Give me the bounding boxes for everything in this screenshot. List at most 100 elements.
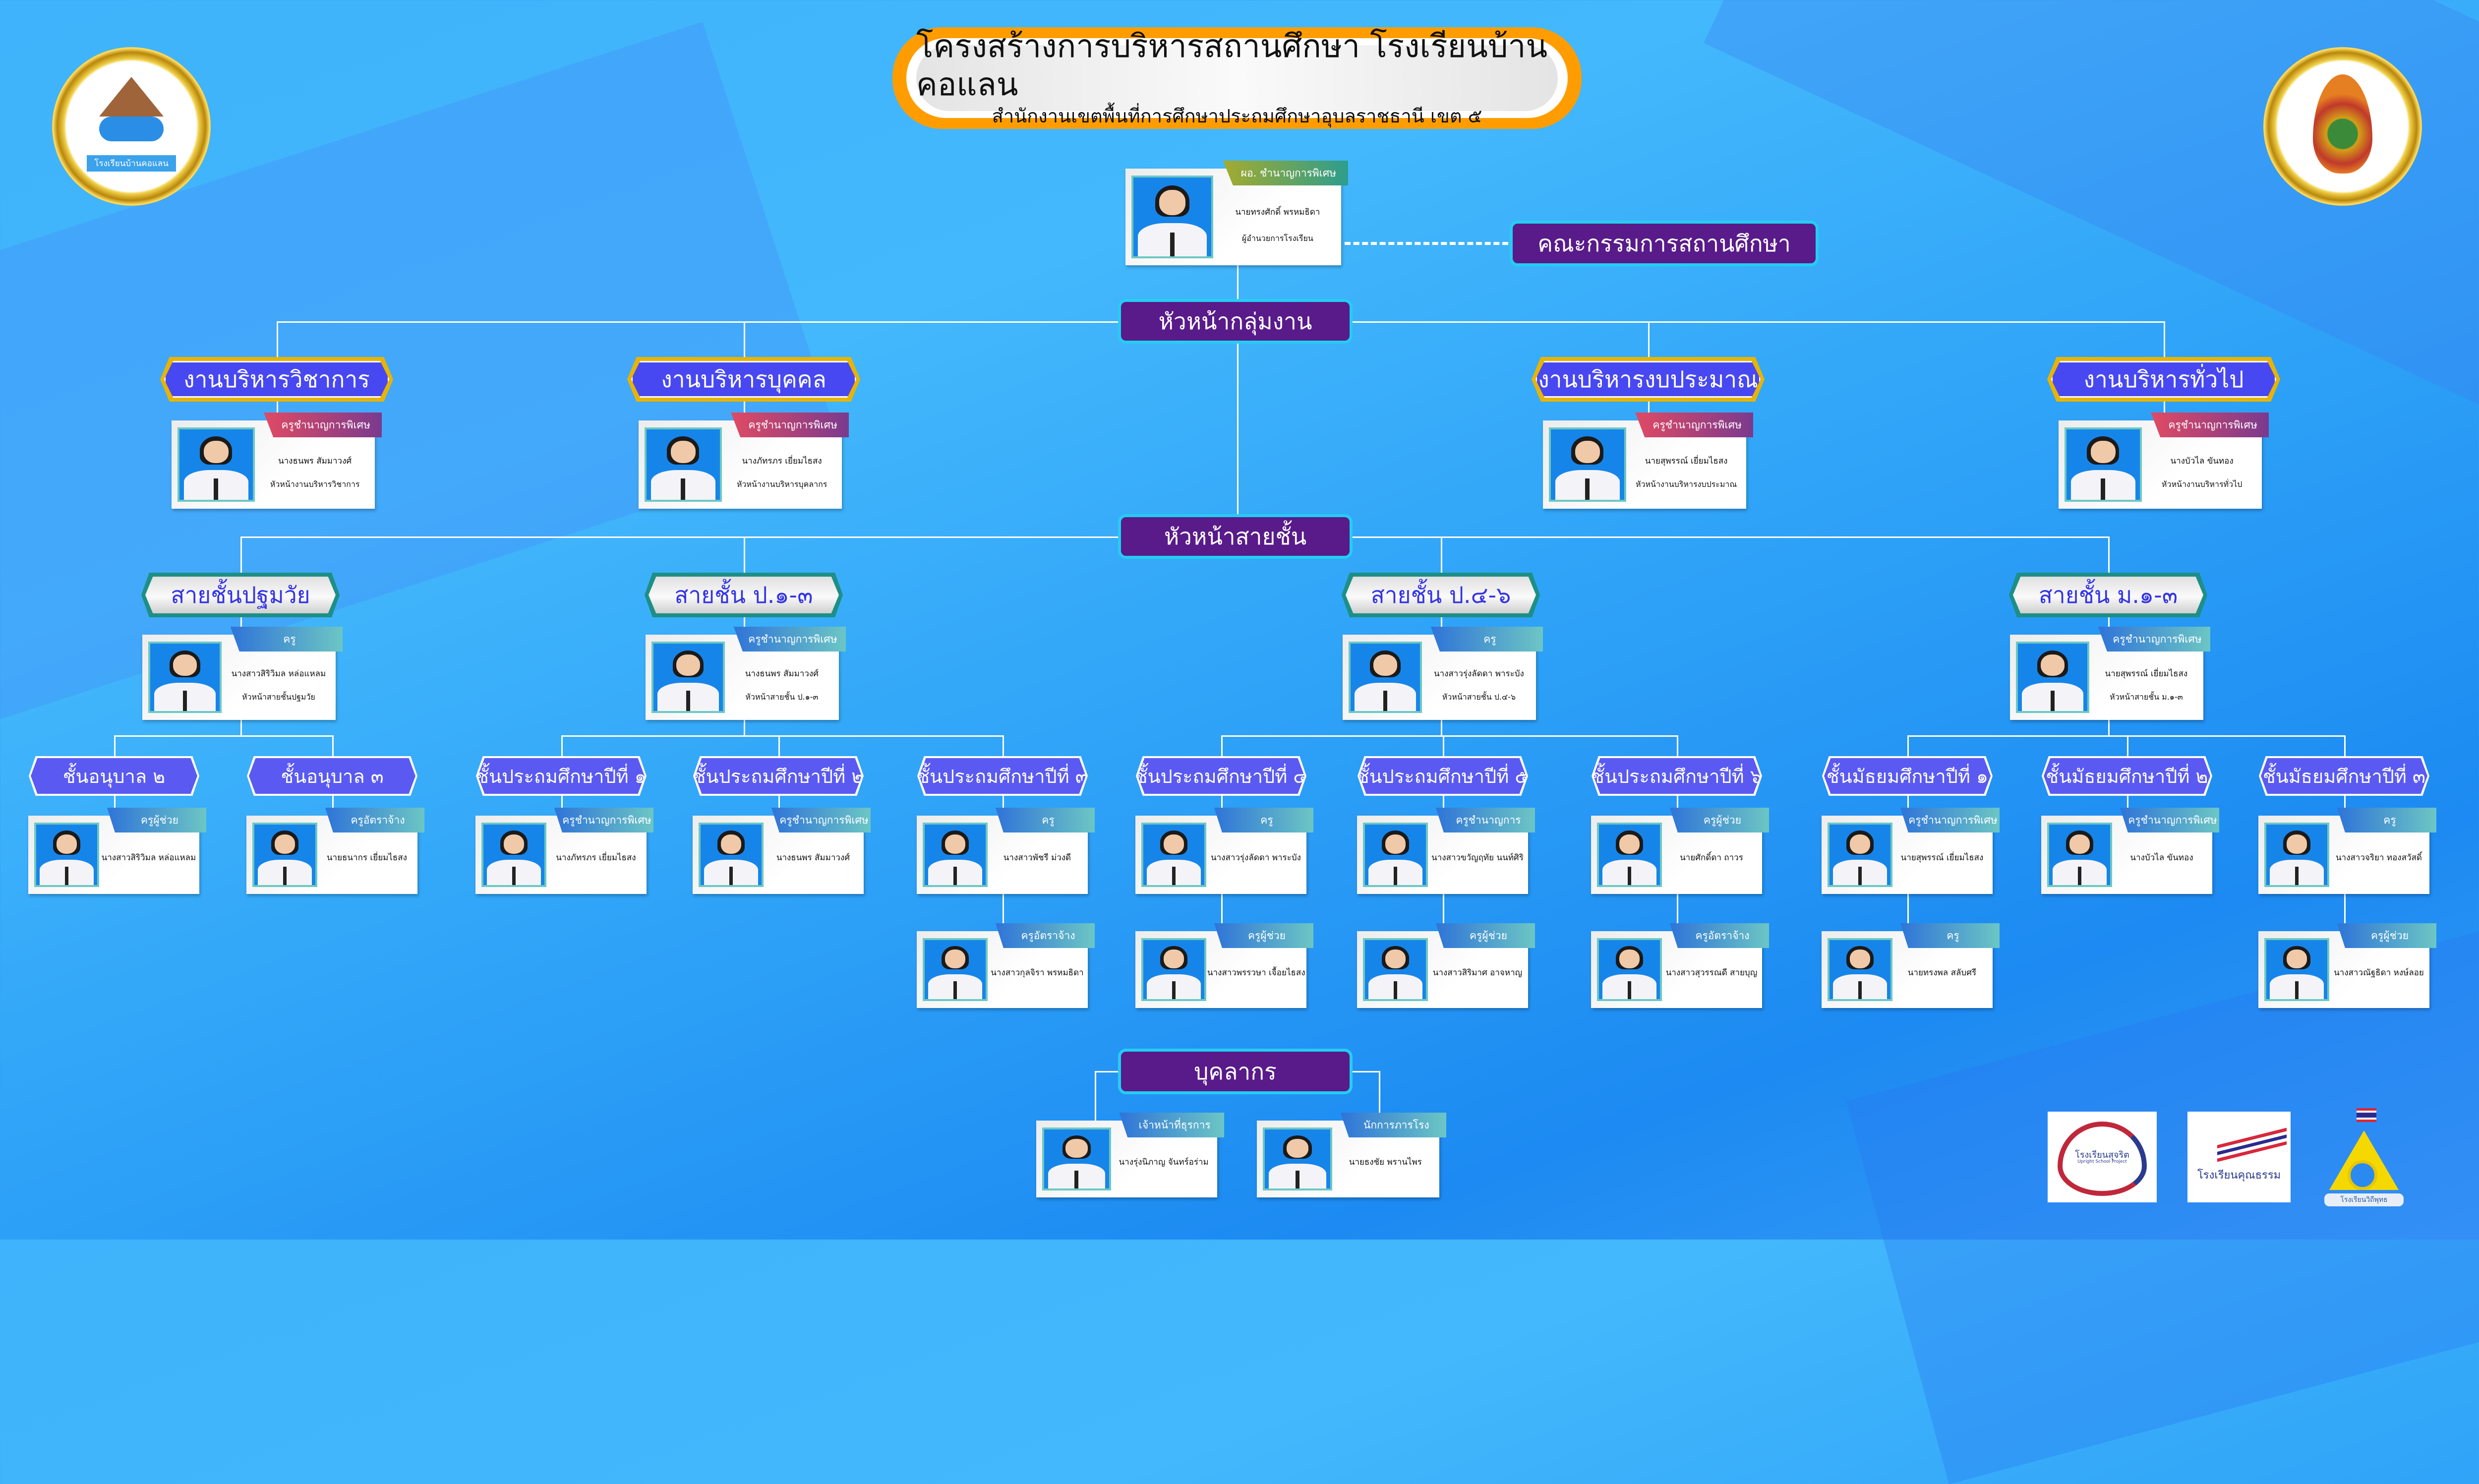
person-card[interactable]: ครูชำนาญการนางสาวขวัญฤทัย นนท์ศิริ [1357, 808, 1535, 894]
person-card[interactable]: นักการภารโรงนายธงชัย พรานไพร [1257, 1113, 1446, 1197]
position-tag: ครู [995, 808, 1095, 832]
person-card[interactable]: ครูผู้ช่วยนายศักดิ์ดา ถาวร [1591, 808, 1769, 894]
person-card[interactable]: ครูนางสาวจริยา ทองสวัสดิ์ [2258, 808, 2436, 894]
person-card[interactable]: ครูชำนาญการพิเศษนายสุพรรณ์ เยี่ยมไธสง [1822, 808, 2000, 894]
person-card[interactable]: ครูอัตราจ้างนายธนากร เยี่ยมไธสง [246, 808, 424, 894]
person-card[interactable]: ครูชำนาญการพิเศษนางภัทรภร เยี่ยมไธสง [475, 808, 653, 894]
department-banner[interactable]: งานบริหารวิชาการ [160, 357, 393, 402]
person-name: นายสุพรรณ์ เยี่ยมไธสง [2105, 669, 2188, 679]
group-heads-box[interactable]: หัวหน้ากลุ่มงาน [1118, 299, 1353, 344]
person-card[interactable]: ครูชำนาญการพิเศษนางธนพร สัมมาวงศ์หัวหน้า… [172, 413, 382, 509]
position-tag: ครูอัตราจ้าง [1669, 923, 1769, 948]
class-banner[interactable]: ชั้นประถมศึกษาปีที่ ๒ [693, 756, 864, 796]
committee-box[interactable]: คณะกรรมการสถานศึกษา [1510, 221, 1819, 266]
photo-tie [1393, 867, 1398, 885]
grade-level-banner-label: สายชั้น ป.๔-๖ [1346, 577, 1536, 613]
person-card[interactable]: ครูชำนาญการพิเศษนางธนพร สัมมาวงศ์ [693, 808, 871, 894]
person-name: นายธนากร เยี่ยมไธสง [326, 853, 407, 863]
photo-face [944, 950, 966, 969]
position-tag: ครูชำนาญการพิเศษ [731, 413, 849, 437]
title-banner: โครงสร้างการบริหารสถานศึกษา โรงเรียนบ้าน… [892, 27, 1582, 129]
person-name: นางธนพร สัมมาวงศ์ [776, 853, 850, 863]
grade-level-banner[interactable]: สายชั้นปฐมวัย [141, 573, 340, 617]
photo-face [203, 440, 229, 464]
connector-line [2344, 894, 2346, 931]
grade-level-banner[interactable]: สายชั้น ป.๑-๓ [645, 573, 843, 617]
person-card[interactable]: ครูอัตราจ้างนางสาวสุวรรณดี สายบุญ [1591, 923, 1769, 1008]
class-banner[interactable]: ชั้นประถมศึกษาปีที่ ๕ [1358, 756, 1528, 796]
grade-level-banner-label: สายชั้น ป.๑-๓ [649, 577, 839, 613]
connector-line [332, 735, 334, 756]
grade-level-banner[interactable]: สายชั้น ป.๔-๖ [1342, 573, 1540, 617]
person-card[interactable]: เจ้าหน้าที่ธุรการนางรุ่งนิภาญ จันทร์อร่า… [1036, 1113, 1224, 1197]
person-photo [1363, 938, 1428, 1001]
connector-line [1907, 735, 2346, 737]
class-banner[interactable]: ชั้นประถมศึกษาปีที่ ๓ [917, 756, 1088, 796]
connector-line [744, 321, 745, 357]
photo-face [1385, 950, 1406, 969]
grade-level-banner[interactable]: สายชั้น ม.๑-๓ [2009, 573, 2207, 617]
person-name: นายธงชัย พรานไพร [1349, 1157, 1422, 1167]
photo-tie [1627, 867, 1632, 885]
photo-tie [512, 867, 516, 885]
class-banner[interactable]: ชั้นอนุบาล ๓ [247, 756, 417, 796]
photo-face [670, 440, 696, 464]
connector-line [1221, 796, 1223, 813]
connector-line [1221, 735, 1223, 756]
photo-face [676, 654, 700, 676]
person-name: นางสาวณัฐธิดา หงษ์ลอย [2334, 967, 2424, 978]
class-banner[interactable]: ชั้นมัธยมศึกษาปีที่ ๓ [2259, 756, 2429, 796]
dharma-wheel-icon [2348, 1160, 2377, 1190]
class-banner[interactable]: ชั้นมัธยมศึกษาปีที่ ๑ [1822, 756, 1993, 796]
person-name: นางสาวกุลจิรา พรหมธิดา [991, 967, 1084, 978]
person-name: นางสาวจริยา ทองสวัสดิ์ [2335, 853, 2422, 863]
connector-line [2127, 796, 2128, 813]
department-banner[interactable]: งานบริหารงบประมาณ [1532, 357, 1765, 402]
class-banner[interactable]: ชั้นมัธยมศึกษาปีที่ ๒ [2042, 756, 2212, 796]
person-card[interactable]: ครูผู้ช่วยนางสาวพรรวษา เจื้อยไธสง [1135, 923, 1313, 1008]
photo-tie [2077, 867, 2082, 885]
person-card[interactable]: ผอ. ชำนาญการพิเศษนายทรงศักดิ์ พรหมธิดาผู… [1125, 161, 1348, 265]
connector-line [1221, 894, 1223, 931]
photo-tie [1627, 981, 1632, 999]
department-banner[interactable]: งานบริหารทั่วไป [2047, 357, 2280, 402]
person-card[interactable]: ครูชำนาญการพิเศษนางภัทรภร เยี่ยมไธสงหัวห… [639, 413, 849, 509]
position-tag: เจ้าหน้าที่ธุรการ [1119, 1113, 1224, 1137]
person-card[interactable]: ครูผู้ช่วยนางสาวสิริวิมล หล่อแหลม [28, 808, 206, 894]
person-card[interactable]: ครูนางสาวรุ่งลัดดา พาระบัง [1135, 808, 1313, 894]
connector-line [1221, 735, 1678, 737]
person-card[interactable]: ครูชำนาญการพิเศษนายสุพรรณ์ เยี่ยมไธสงหัว… [2010, 627, 2210, 720]
person-card[interactable]: ครูชำนาญการพิเศษนางบัวไล ขันทอง [2041, 808, 2219, 894]
person-photo [923, 823, 988, 887]
photo-tie [686, 691, 691, 711]
class-banner[interactable]: ชั้นอนุบาล ๒ [29, 756, 199, 796]
person-photo [1042, 1128, 1111, 1190]
person-photo [2047, 823, 2113, 887]
school-logo-tree-icon [99, 117, 164, 141]
photo-tie [1858, 867, 1862, 885]
class-banner[interactable]: ชั้นประถมศึกษาปีที่ ๑ [476, 756, 647, 796]
person-card[interactable]: ครูผู้ช่วยนางสาวณัฐธิดา หงษ์ลอย [2258, 923, 2436, 1008]
person-card[interactable]: ครูชำนาญการพิเศษนางบัวไล ขันทองหัวหน้างา… [2059, 413, 2269, 509]
grade-heads-box[interactable]: หัวหน้าสายชั้น [1118, 514, 1353, 559]
department-banner[interactable]: งานบริหารบุคคล [627, 357, 860, 402]
person-card[interactable]: ครูอัตราจ้างนางสาวกุลจิรา พรหมธิดา [917, 923, 1095, 1008]
person-card[interactable]: ครูนางสาวพัชรี ม่วงดี [917, 808, 1095, 894]
staff-box[interactable]: บุคลากร [1118, 1049, 1353, 1094]
person-card[interactable]: ครูนางสาวสิริวิมล หล่อแหลมหัวหน้าสายชั้น… [142, 627, 343, 720]
person-position: หัวหน้าสายชั้น ม.๑-๓ [2110, 692, 2183, 702]
class-banner-label: ชั้นมัธยมศึกษาปีที่ ๓ [2261, 758, 2427, 794]
position-tag: ครูชำนาญการพิเศษ [2120, 808, 2219, 832]
person-card[interactable]: ครูชำนาญการพิเศษนางธนพร สัมมาวงศ์หัวหน้า… [646, 627, 846, 720]
person-card[interactable]: ครูนายทรงพล สลับศรี [1822, 923, 2000, 1008]
person-card[interactable]: ครูชำนาญการพิเศษนายสุพรรณ์ เยี่ยมไธสงหัว… [1543, 413, 1753, 509]
photo-tie [953, 981, 957, 999]
class-banner[interactable]: ชั้นประถมศึกษาปีที่ ๖ [1592, 756, 1762, 796]
person-photo [2016, 642, 2090, 713]
person-card[interactable]: ครูผู้ช่วยนางสาวสิริมาศ อาจหาญ [1357, 923, 1535, 1008]
person-photo [699, 823, 764, 887]
class-banner-label: ชั้นอนุบาล ๓ [249, 758, 415, 794]
person-photo [1828, 823, 1893, 887]
class-banner[interactable]: ชั้นประถมศึกษาปีที่ ๔ [1136, 756, 1306, 796]
person-card[interactable]: ครูนางสาวรุ่งลัดดา พาระบังหัวหน้าสายชั้น… [1343, 627, 1543, 720]
